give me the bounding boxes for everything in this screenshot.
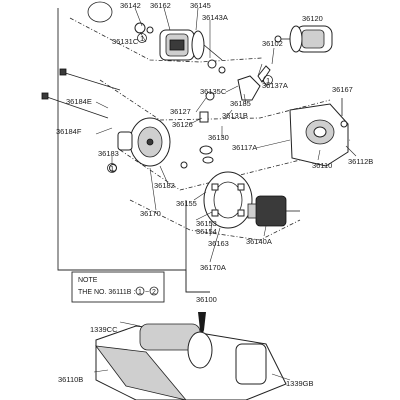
label-36110: 36110 (312, 161, 332, 170)
field-coil-assembly (159, 29, 226, 74)
ref-circle-1c: 1 (110, 164, 114, 173)
label-36153: 36153 (196, 219, 217, 228)
label-36110B: 36110B (58, 375, 83, 384)
label-36167: 36167 (332, 85, 353, 94)
label-36170: 36170 (140, 209, 161, 218)
label-36155: 36155 (176, 199, 197, 208)
label-36182: 36182 (154, 181, 175, 190)
armature (247, 195, 300, 227)
label-36130: 36130 (208, 133, 229, 142)
solenoid-switch (274, 25, 333, 53)
label-36126: 36126 (172, 120, 193, 129)
label-36162: 36162 (150, 1, 171, 10)
note-line: THE NO. 36111B : (78, 289, 135, 296)
label-36154: 36154 (196, 227, 217, 236)
label-36100: 36100 (196, 295, 217, 304)
label-36142: 36142 (120, 1, 141, 10)
o-ring-top (87, 1, 154, 34)
label-36140A: 36140A (246, 237, 272, 246)
note-dash: ~ (145, 289, 149, 296)
label-36117A: 36117A (232, 143, 257, 152)
label-36183: 36183 (98, 149, 119, 158)
note-ref2: 2 (152, 289, 156, 296)
ref-circle-1b: 1 (266, 76, 270, 85)
part-labels: 36142 36162 36145 36120 36131C 36143A 36… (56, 1, 373, 388)
leader-lines (95, 7, 357, 263)
label-36131C: 36131C (112, 37, 139, 46)
brush-plate (203, 171, 253, 229)
label-36120: 36120 (302, 14, 323, 23)
drive-lever (199, 65, 271, 123)
label-36131B: 36131B (222, 111, 248, 120)
label-36135C: 36135C (200, 87, 227, 96)
label-36112B: 36112B (348, 157, 373, 166)
note-ref1: 1 (138, 289, 142, 296)
label-36143A: 36143A (202, 13, 228, 22)
ref-circle-1a: 1 (140, 34, 144, 43)
label-36185: 36185 (230, 99, 251, 108)
label-1339CC: 1339CC (90, 325, 118, 334)
label-36127: 36127 (170, 107, 191, 116)
note-title: NOTE (78, 277, 98, 284)
label-36184E: 36184E (66, 97, 92, 106)
label-1339GB: 1339GB (286, 379, 314, 388)
front-housing (289, 98, 349, 167)
small-washers (109, 145, 214, 172)
rear-cover (117, 117, 171, 167)
label-36163: 36163 (208, 239, 229, 248)
label-36170A: 36170A (200, 263, 226, 272)
assembled-starter (93, 321, 291, 400)
label-36184F: 36184F (56, 127, 82, 136)
label-36145: 36145 (190, 1, 211, 10)
label-36137A: 36137A (262, 81, 288, 90)
label-36102: 36102 (262, 39, 283, 48)
through-bolts (41, 68, 121, 119)
ref-circles: 1 1 1 (107, 33, 273, 173)
note-box: NOTE THE NO. 36111B : 1 ~ 2 (71, 271, 165, 303)
